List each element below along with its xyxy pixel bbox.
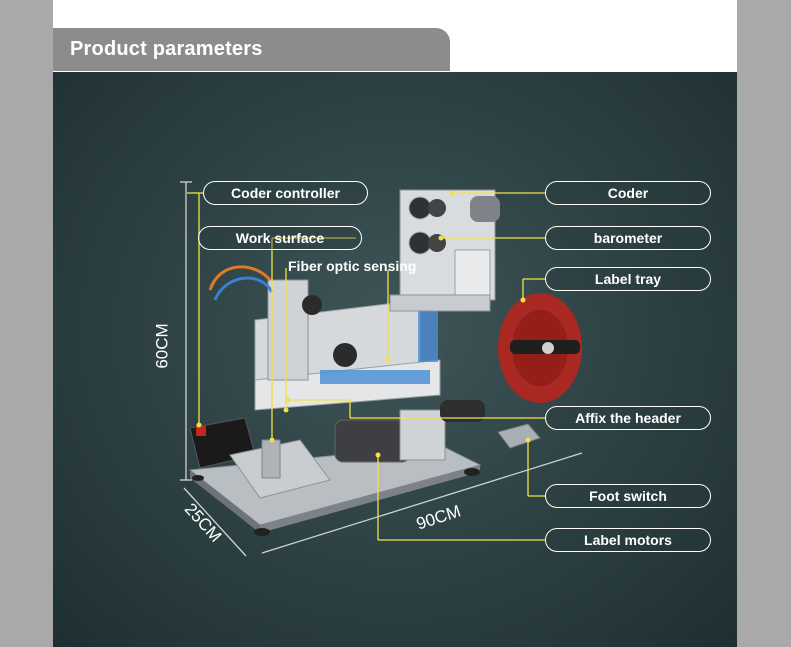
label-affix-header-text: Affix the header [575, 410, 681, 426]
section-header: Product parameters [53, 28, 450, 71]
label-foot-switch: Foot switch [545, 484, 711, 508]
label-affix-header: Affix the header [545, 406, 711, 430]
motor [334, 419, 411, 463]
label-coder: Coder [545, 181, 711, 205]
label-coder-controller: Coder controller [203, 181, 368, 205]
label-coder-text: Coder [607, 185, 649, 201]
label-label-motors: Label motors [545, 528, 711, 552]
label-label-tray-text: Label tray [594, 271, 662, 287]
section-title: Product parameters [70, 38, 263, 60]
label-foot-switch-text: Foot switch [589, 488, 667, 504]
label-work-surface-text: Work surface [235, 230, 325, 246]
label-barometer-text: barometer [593, 230, 663, 246]
label-barometer: barometer [545, 226, 711, 250]
label-fiber-optic: Fiber optic sensing [288, 258, 417, 274]
right-margin [737, 0, 791, 647]
dimension-height: 60CM [152, 323, 172, 369]
label-label-tray: Label tray [545, 267, 711, 291]
left-margin [0, 0, 53, 647]
foot-switch [497, 423, 541, 449]
label-coder-controller-text: Coder controller [231, 185, 340, 201]
label-work-surface: Work surface [198, 226, 362, 250]
label-label-motors-text: Label motors [584, 532, 672, 548]
